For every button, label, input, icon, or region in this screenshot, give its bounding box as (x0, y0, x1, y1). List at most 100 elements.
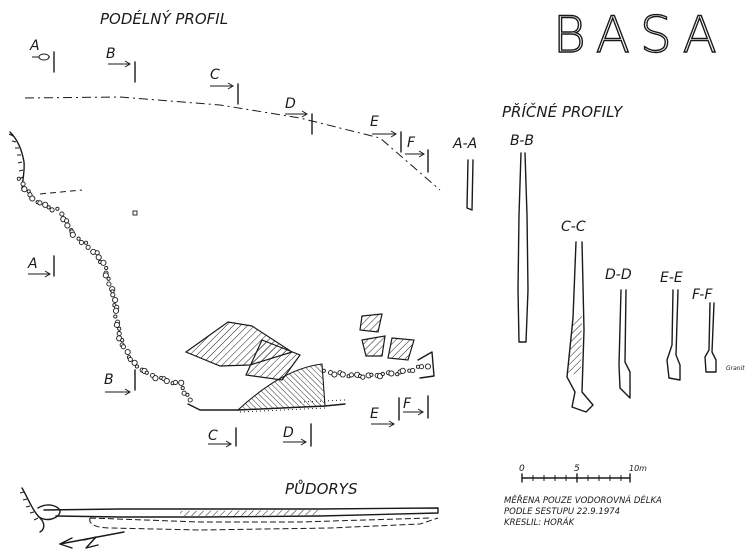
passage-boulder (46, 205, 51, 210)
passage-boulder (85, 244, 91, 250)
marker-f-bottom-arrow-icon (403, 408, 424, 416)
passage-boulder (124, 348, 131, 356)
passage-boulder (16, 176, 21, 181)
marker-c-top-label: C (210, 67, 220, 83)
passage-boulder (360, 374, 366, 380)
passage-boulder (59, 211, 65, 217)
passage-boulder (369, 372, 374, 377)
scale-tick-5: 5 (574, 464, 580, 474)
passage-boulder (380, 371, 385, 376)
marker-d-bottom-arrow-icon (283, 438, 307, 446)
passage-boulder (187, 397, 193, 403)
cross-section-d-label: D-D (605, 267, 632, 283)
marker-e-bottom: E (370, 397, 400, 428)
longitudinal-profile-title: PODÉLNÝ PROFIL (100, 9, 228, 28)
passage-boulder (104, 265, 109, 271)
passage-boulder (42, 201, 49, 208)
passage-boulder (29, 195, 36, 202)
passage-boulder (185, 392, 190, 397)
entrance-cliff-ticks (8, 133, 24, 180)
scale-tick-10m: 10m (629, 464, 647, 473)
passage-end (417, 351, 435, 379)
surface-line (24, 96, 441, 191)
passage-boulder (110, 292, 116, 298)
passage-boulder (424, 363, 431, 370)
passage-boulder (117, 326, 122, 331)
passage-boulder (106, 276, 111, 281)
passage-boulder (152, 375, 159, 382)
note-line-1: MĚŘENA POUZE VODOROVNÁ DÉLKA (504, 494, 662, 506)
passage-boulder (410, 367, 416, 374)
passage-boulder (78, 239, 84, 246)
scale-bar: 0 5 10m (519, 464, 647, 483)
marker-e-top-arrow-icon (372, 130, 397, 138)
passage-boulder (55, 206, 60, 211)
cross-section-b-shape (517, 152, 529, 343)
marker-b-top-label: B (106, 46, 116, 62)
cross-section-b-label: B-B (510, 133, 534, 149)
passage-boulder (64, 218, 70, 224)
cross-section-f-shape (704, 302, 717, 373)
passage-boulder (388, 370, 395, 377)
marker-f-top-label: F (407, 135, 416, 151)
marker-a-mid-arrow-icon (28, 270, 51, 278)
marker-e-bottom-arrow-icon (371, 420, 395, 428)
plan-dashed-outline (89, 517, 439, 531)
passage-boulder (69, 231, 76, 238)
cross-section-c-hatch (568, 316, 582, 376)
passage-boulder (120, 338, 125, 343)
cross-section-e-label: E-E (660, 270, 683, 286)
marker-d-top-arrow-icon (285, 110, 308, 118)
marker-a-top-label: A (29, 38, 40, 54)
marker-c-bottom: C (208, 427, 237, 448)
marker-d-top-label: D (285, 96, 296, 112)
cross-section-c-shape (566, 241, 594, 413)
passage-boulder-chain (16, 176, 431, 403)
plan-entrance-cliff (21, 487, 45, 533)
granite-label: Granit (726, 365, 745, 372)
collapse-block-medium (245, 339, 301, 381)
passage-boulder (163, 377, 170, 385)
passage-boulder (112, 296, 119, 304)
marker-a-mid: A (27, 255, 55, 278)
marker-e-top: E (370, 114, 402, 153)
marker-f-bottom-label: F (403, 396, 412, 412)
passage-boulder (113, 314, 118, 319)
surface-line-left (39, 189, 83, 195)
marker-c-top: C (210, 67, 239, 105)
marker-d-bottom-label: D (283, 425, 294, 441)
passage-boulder (178, 379, 185, 386)
passage-boulder (100, 259, 107, 266)
plan-passage-outline (43, 507, 439, 518)
passage-boulder (95, 254, 102, 261)
plan-title: PŮDORYS (285, 479, 358, 498)
plan-passage-hatch (180, 510, 320, 516)
marker-d-top: D (285, 96, 313, 135)
marker-f-bottom: F (403, 395, 429, 419)
marker-b-bottom-label: B (104, 372, 114, 388)
passage-boulder (37, 200, 43, 206)
marker-e-top-label: E (370, 114, 379, 130)
block-upper-right-1 (359, 313, 383, 333)
passage-boulder (144, 370, 149, 375)
passage-boulder (49, 207, 55, 213)
sediment-slope (236, 363, 326, 411)
passage-boulder (116, 331, 122, 337)
cross-section-a-shape (466, 159, 474, 211)
passage-boulder (134, 364, 139, 369)
passage-boulder (120, 344, 126, 350)
marker-b-top-arrow-icon (108, 60, 131, 68)
basa-title: BASA (553, 6, 727, 64)
marker-c-bottom-label: C (208, 428, 218, 444)
plan-entrance-cliff-ticks (19, 491, 39, 521)
marker-c-top-arrow-icon (210, 82, 234, 90)
passage-boulder (112, 307, 120, 314)
marker-b-bottom-arrow-icon (105, 388, 131, 396)
block-upper-right-2 (361, 335, 386, 357)
passage-boulder (113, 321, 120, 328)
passage-boulder (76, 236, 81, 241)
marker-f-top-arrow-icon (405, 150, 425, 158)
marker-a-top: A (29, 38, 55, 73)
passage-boulder (83, 240, 89, 245)
